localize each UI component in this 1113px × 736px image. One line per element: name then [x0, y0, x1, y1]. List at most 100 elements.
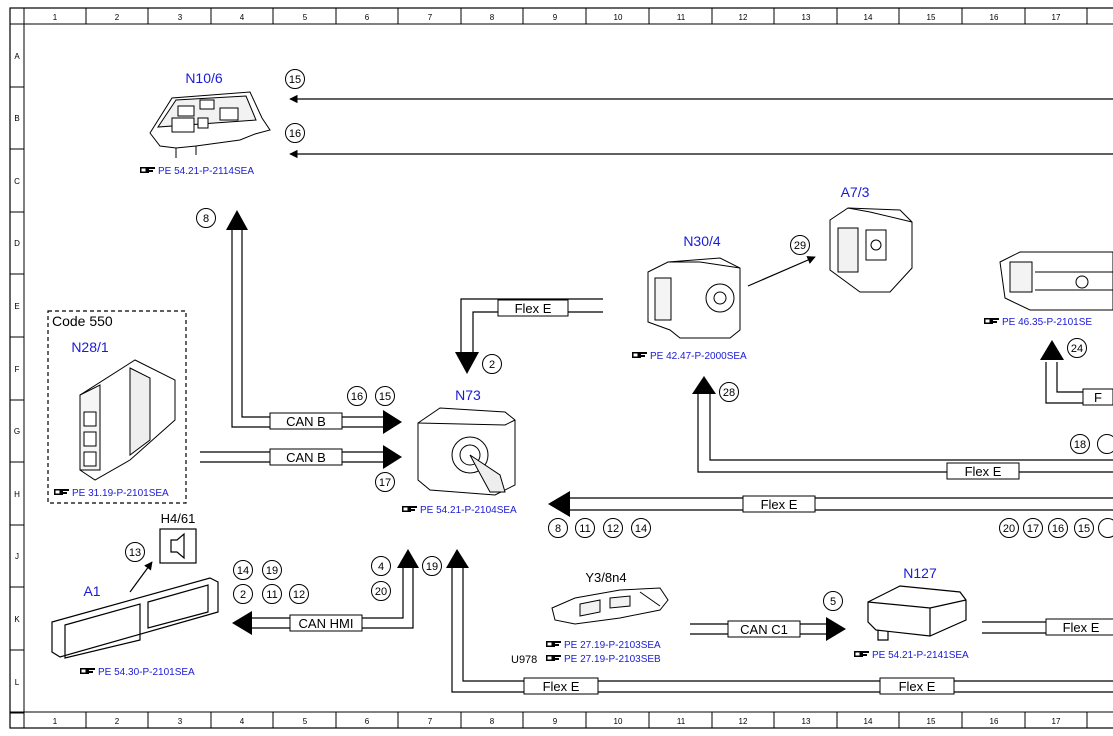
- bus-label-can-hmi: CAN HMI: [289, 614, 363, 632]
- signal-marker-19: 19: [422, 556, 442, 576]
- svg-text:Flex E: Flex E: [761, 497, 798, 512]
- signal-marker-2: 2: [482, 354, 502, 374]
- bus-label-f-partial: F: [1082, 388, 1113, 406]
- svg-text:15: 15: [289, 74, 301, 86]
- n73-ref: PE 54.21-P-2104SEA: [402, 505, 517, 516]
- grid-col-label-top: 9: [553, 13, 558, 22]
- bus-labels: Flex E CAN B CAN B Flex E Flex E CAN HMI CAN C…: [269, 299, 1113, 695]
- h4-61-label: H4/61: [161, 511, 196, 526]
- svg-text:11: 11: [266, 589, 277, 601]
- svg-text:8: 8: [203, 213, 209, 225]
- grid-col-label-top: 17: [1052, 13, 1061, 22]
- signal-marker-15: 15: [1074, 518, 1094, 538]
- svg-text:15: 15: [1078, 523, 1090, 535]
- svg-text:5: 5: [830, 596, 836, 608]
- svg-text:13: 13: [129, 547, 141, 559]
- grid-col-label-top: 10: [614, 13, 623, 22]
- bus-label-flex-e-right: Flex E: [1045, 618, 1113, 636]
- signal-marker-8: 8: [196, 208, 216, 228]
- svg-text:16: 16: [1052, 523, 1064, 535]
- svg-text:Flex E: Flex E: [965, 464, 1002, 479]
- svg-text:16: 16: [289, 128, 301, 140]
- svg-text:CAN B: CAN B: [286, 450, 326, 465]
- svg-text:19: 19: [266, 565, 278, 577]
- arrowhead-hmi-up: [397, 549, 419, 568]
- a1-label: A1: [83, 583, 100, 599]
- arrowhead-canb1: [383, 410, 402, 434]
- flexe-top-b: [472, 311, 603, 352]
- arrowhead-n73-left: [548, 491, 570, 517]
- grid-col-label-top: 3: [178, 13, 183, 22]
- svg-text:28: 28: [723, 387, 735, 399]
- signal-marker-16: 16: [1048, 518, 1068, 538]
- signal-marker-28: 28: [719, 382, 739, 402]
- grid-col-label-bottom: 12: [739, 717, 748, 726]
- signal-marker-13: 13: [125, 542, 145, 562]
- hand-pointer-icon: [546, 641, 561, 647]
- arrowhead-n127: [826, 617, 846, 641]
- bus-label-flex-e-h: Flex E: [742, 495, 816, 513]
- grid-col-label-top: 5: [303, 13, 308, 22]
- signal-marker-19: 19: [262, 560, 282, 580]
- svg-text:11: 11: [579, 523, 590, 535]
- grid-col-label-bottom: 7: [428, 717, 433, 726]
- svg-text:PE 54.21-P-2114SEA: PE 54.21-P-2114SEA: [158, 166, 254, 177]
- svg-text:14: 14: [237, 565, 249, 577]
- grid-row-label: K: [14, 615, 20, 624]
- svg-text:17: 17: [379, 477, 391, 489]
- grid-row-label: A: [14, 52, 20, 61]
- component-y3-8n4: [551, 587, 669, 625]
- svg-text:CAN B: CAN B: [286, 414, 326, 429]
- hand-pointer-icon: [632, 352, 647, 358]
- wire-29: [747, 256, 816, 287]
- svg-text:CAN C1: CAN C1: [740, 622, 788, 637]
- signal-marker-partial: [1097, 434, 1113, 454]
- hand-pointer-icon: [546, 655, 561, 661]
- grid-row-label: J: [15, 552, 19, 561]
- a7-3-label: A7/3: [841, 184, 870, 200]
- arrowhead-n30: [692, 376, 716, 394]
- grid-row-label: B: [14, 114, 19, 123]
- arrowhead-up-n10: [226, 210, 248, 230]
- y3-8n4-label: Y3/8n4: [585, 570, 626, 585]
- arrowhead-flexe-up: [446, 549, 469, 568]
- hand-pointer-icon: [140, 167, 155, 173]
- grid-row-label: F: [15, 365, 20, 374]
- signal-marker-16: 16: [285, 123, 305, 143]
- component-a1: [51, 577, 219, 659]
- grid-col-label-top: 8: [490, 13, 495, 22]
- y3-8n4-prefix: U978: [511, 654, 537, 666]
- grid-col-label-bottom: 16: [990, 717, 999, 726]
- arrowhead-a1: [232, 611, 252, 635]
- hand-pointer-icon: [54, 489, 69, 495]
- grid-col-label-bottom: 2: [115, 717, 120, 726]
- grid-col-label-bottom: 4: [240, 717, 245, 726]
- signal-marker-15: 15: [375, 386, 395, 406]
- svg-text:PE 46.35-P-2101SE: PE 46.35-P-2101SE: [1002, 317, 1092, 328]
- grid-col-label-bottom: 13: [802, 717, 811, 726]
- signal-marker-11: 11: [575, 518, 595, 538]
- a1-ref: PE 54.30-P-2101SEA: [80, 667, 195, 678]
- svg-text:12: 12: [607, 523, 619, 535]
- wire-13: [129, 561, 153, 593]
- grid-col-label-bottom: 3: [178, 717, 183, 726]
- svg-text:PE 54.21-P-2104SEA: PE 54.21-P-2104SEA: [420, 505, 517, 516]
- svg-text:18: 18: [1074, 439, 1086, 451]
- svg-text:24: 24: [1071, 343, 1083, 355]
- signal-marker-17: 17: [375, 472, 395, 492]
- grid-row-label: E: [14, 302, 19, 311]
- y3-8n4-ref2: PE 27.19-P-2103SEB: [546, 654, 661, 665]
- hand-pointer-icon: [984, 318, 999, 324]
- svg-text:2: 2: [489, 359, 495, 371]
- grid-row-label: D: [14, 239, 20, 248]
- n10-6-ref: PE 54.21-P-2114SEA: [140, 166, 254, 177]
- grid-row-label: C: [14, 177, 20, 186]
- signal-marker-29: 29: [790, 235, 810, 255]
- svg-text:PE 31.19-P-2101SEA: PE 31.19-P-2101SEA: [72, 488, 169, 499]
- signal-marker-14: 14: [233, 560, 253, 580]
- hand-pointer-icon: [402, 506, 417, 512]
- signal-marker-20: 20: [371, 581, 391, 601]
